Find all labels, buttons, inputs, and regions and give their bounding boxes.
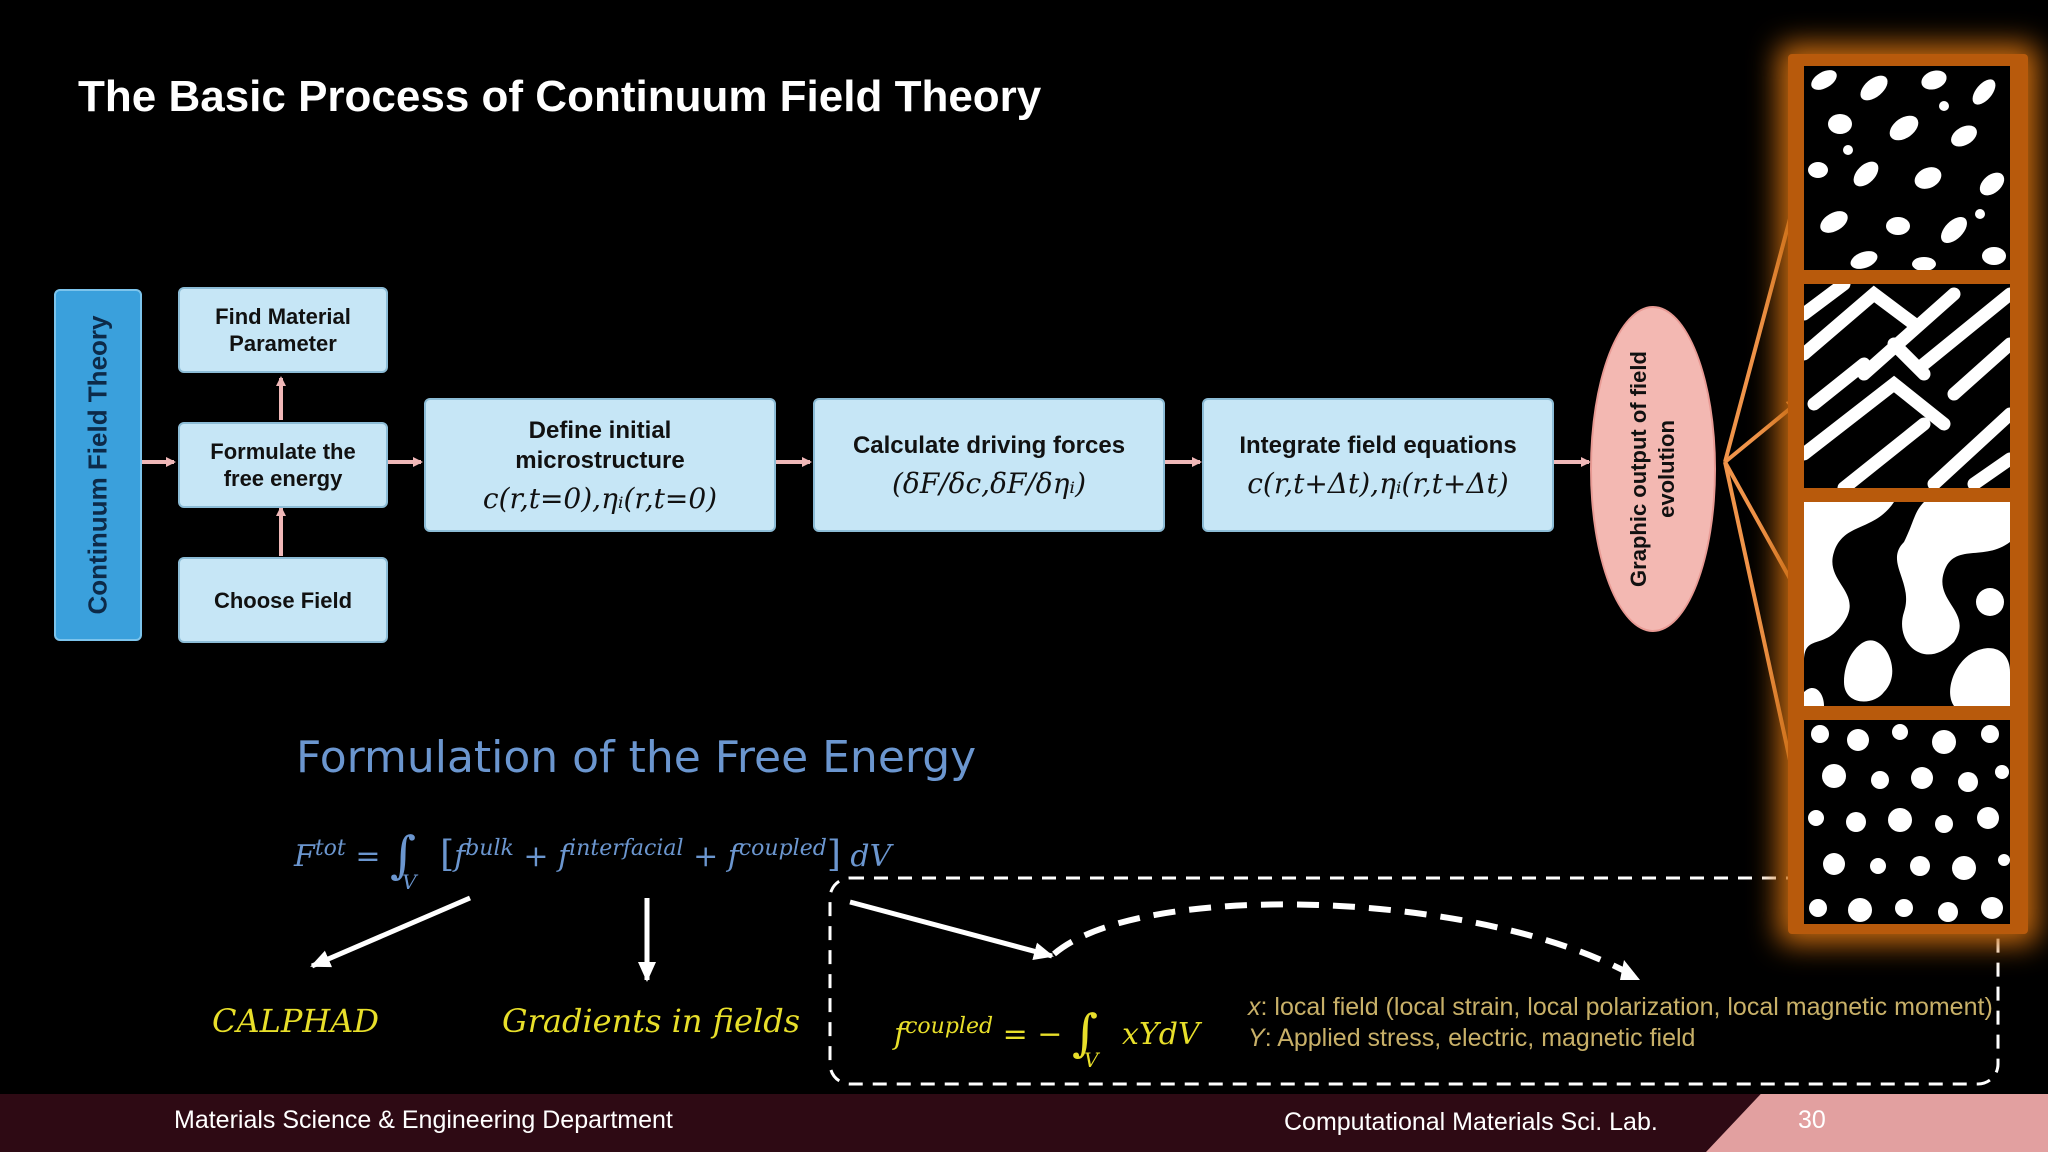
define-microstructure-box: Define initial microstructure c(r,t=0),η… xyxy=(424,398,776,532)
define-equation: c(r,t=0),ηᵢ(r,t=0) xyxy=(482,481,718,515)
driving-label: Calculate driving forces xyxy=(852,431,1126,459)
fcoupled-sup: coupled xyxy=(905,1014,994,1039)
driving-forces-box: Calculate driving forces (δF/δc,δF/δηᵢ) xyxy=(813,398,1165,532)
footer-department: Materials Science & Engineering Departme… xyxy=(174,1106,673,1134)
formulation-title: Formulation of the Free Energy xyxy=(296,732,977,783)
bulk-sup: bulk xyxy=(465,836,514,861)
define-line1: Define initial xyxy=(528,416,672,444)
page-number: 30 xyxy=(1798,1106,1826,1134)
formulate-line2: free energy xyxy=(223,466,343,491)
xydv: xYdV xyxy=(1122,1017,1200,1052)
choose-field-box: Choose Field xyxy=(178,557,388,643)
ftot-lhs: F xyxy=(294,839,315,874)
footer-lab: Computational Materials Sci. Lab. xyxy=(1284,1108,1658,1136)
formulate-line1: Formulate the xyxy=(210,439,356,464)
driving-equation: (δF/δc,δF/δηᵢ) xyxy=(892,466,1086,500)
arrow-to-calphad xyxy=(310,895,471,969)
arrow-to-coupled xyxy=(849,899,1054,961)
note-y-text: : Applied stress, electric, magnetic fie… xyxy=(1264,1024,1696,1052)
microstructure-panel-droplets xyxy=(1804,66,2010,270)
integrate-equation: c(r,t+Δt),ηᵢ(r,t+Δt) xyxy=(1247,466,1509,500)
page-number-tab xyxy=(1706,1094,2048,1152)
note-x-text: : local field (local strain, local polar… xyxy=(1260,993,1993,1021)
ftot-int-sub: V xyxy=(402,870,417,894)
note-y-var: Y xyxy=(1248,1024,1265,1052)
fcoupled-equation: fcoupled = − ∫V xYdV xyxy=(894,1004,1200,1072)
find-param-line1: Find Material xyxy=(215,304,351,329)
footer-bar xyxy=(0,1094,2048,1152)
microstructure-panel-dots xyxy=(1804,720,2010,924)
choose-field-label: Choose Field xyxy=(213,587,353,613)
ftot-dv: dV xyxy=(850,839,892,874)
coupled-dashed-box xyxy=(828,876,2000,1086)
integrate-equations-box: Integrate field equations c(r,t+Δt),ηᵢ(r… xyxy=(1202,398,1554,532)
graphic-output-ellipse: Graphic output of field evolution xyxy=(1590,306,1716,632)
note-y: Y: Applied stress, electric, magnetic fi… xyxy=(1248,1024,1695,1053)
integrate-label: Integrate field equations xyxy=(1239,431,1517,459)
continuum-field-theory-box: Continuum Field Theory xyxy=(54,289,142,641)
find-material-parameter-box: Find Material Parameter xyxy=(178,287,388,373)
dashed-curve-arrow xyxy=(1052,901,1636,979)
fcoupled-int-sub: V xyxy=(1084,1048,1099,1072)
calphad-label: CALPHAD xyxy=(212,1002,380,1040)
note-x: x: local field (local strain, local pola… xyxy=(1248,993,1993,1022)
formulate-free-energy-box: Formulate the free energy xyxy=(178,422,388,508)
note-x-var: x xyxy=(1248,993,1261,1021)
coupled-sup: coupled xyxy=(738,836,827,861)
ftot-equation: Ftot = ∫V [fbulk + finterfacial + fcoupl… xyxy=(294,826,892,894)
microstructure-panel-spinodal xyxy=(1804,502,2010,706)
interfacial-sup: interfacial xyxy=(569,836,684,861)
microstructure-panel-lamellar xyxy=(1804,284,2010,488)
define-line2: microstructure xyxy=(515,446,685,474)
find-param-line2: Parameter xyxy=(229,331,337,356)
graphic-line1: Graphic output of field xyxy=(1626,351,1651,587)
graphic-line2: evolution xyxy=(1654,420,1679,518)
side-label: Continuum Field Theory xyxy=(82,315,113,615)
ftot-lhs-sup: tot xyxy=(314,836,346,861)
gradients-label: Gradients in fields xyxy=(502,1002,801,1040)
slide-title: The Basic Process of Continuum Field The… xyxy=(78,72,1042,121)
